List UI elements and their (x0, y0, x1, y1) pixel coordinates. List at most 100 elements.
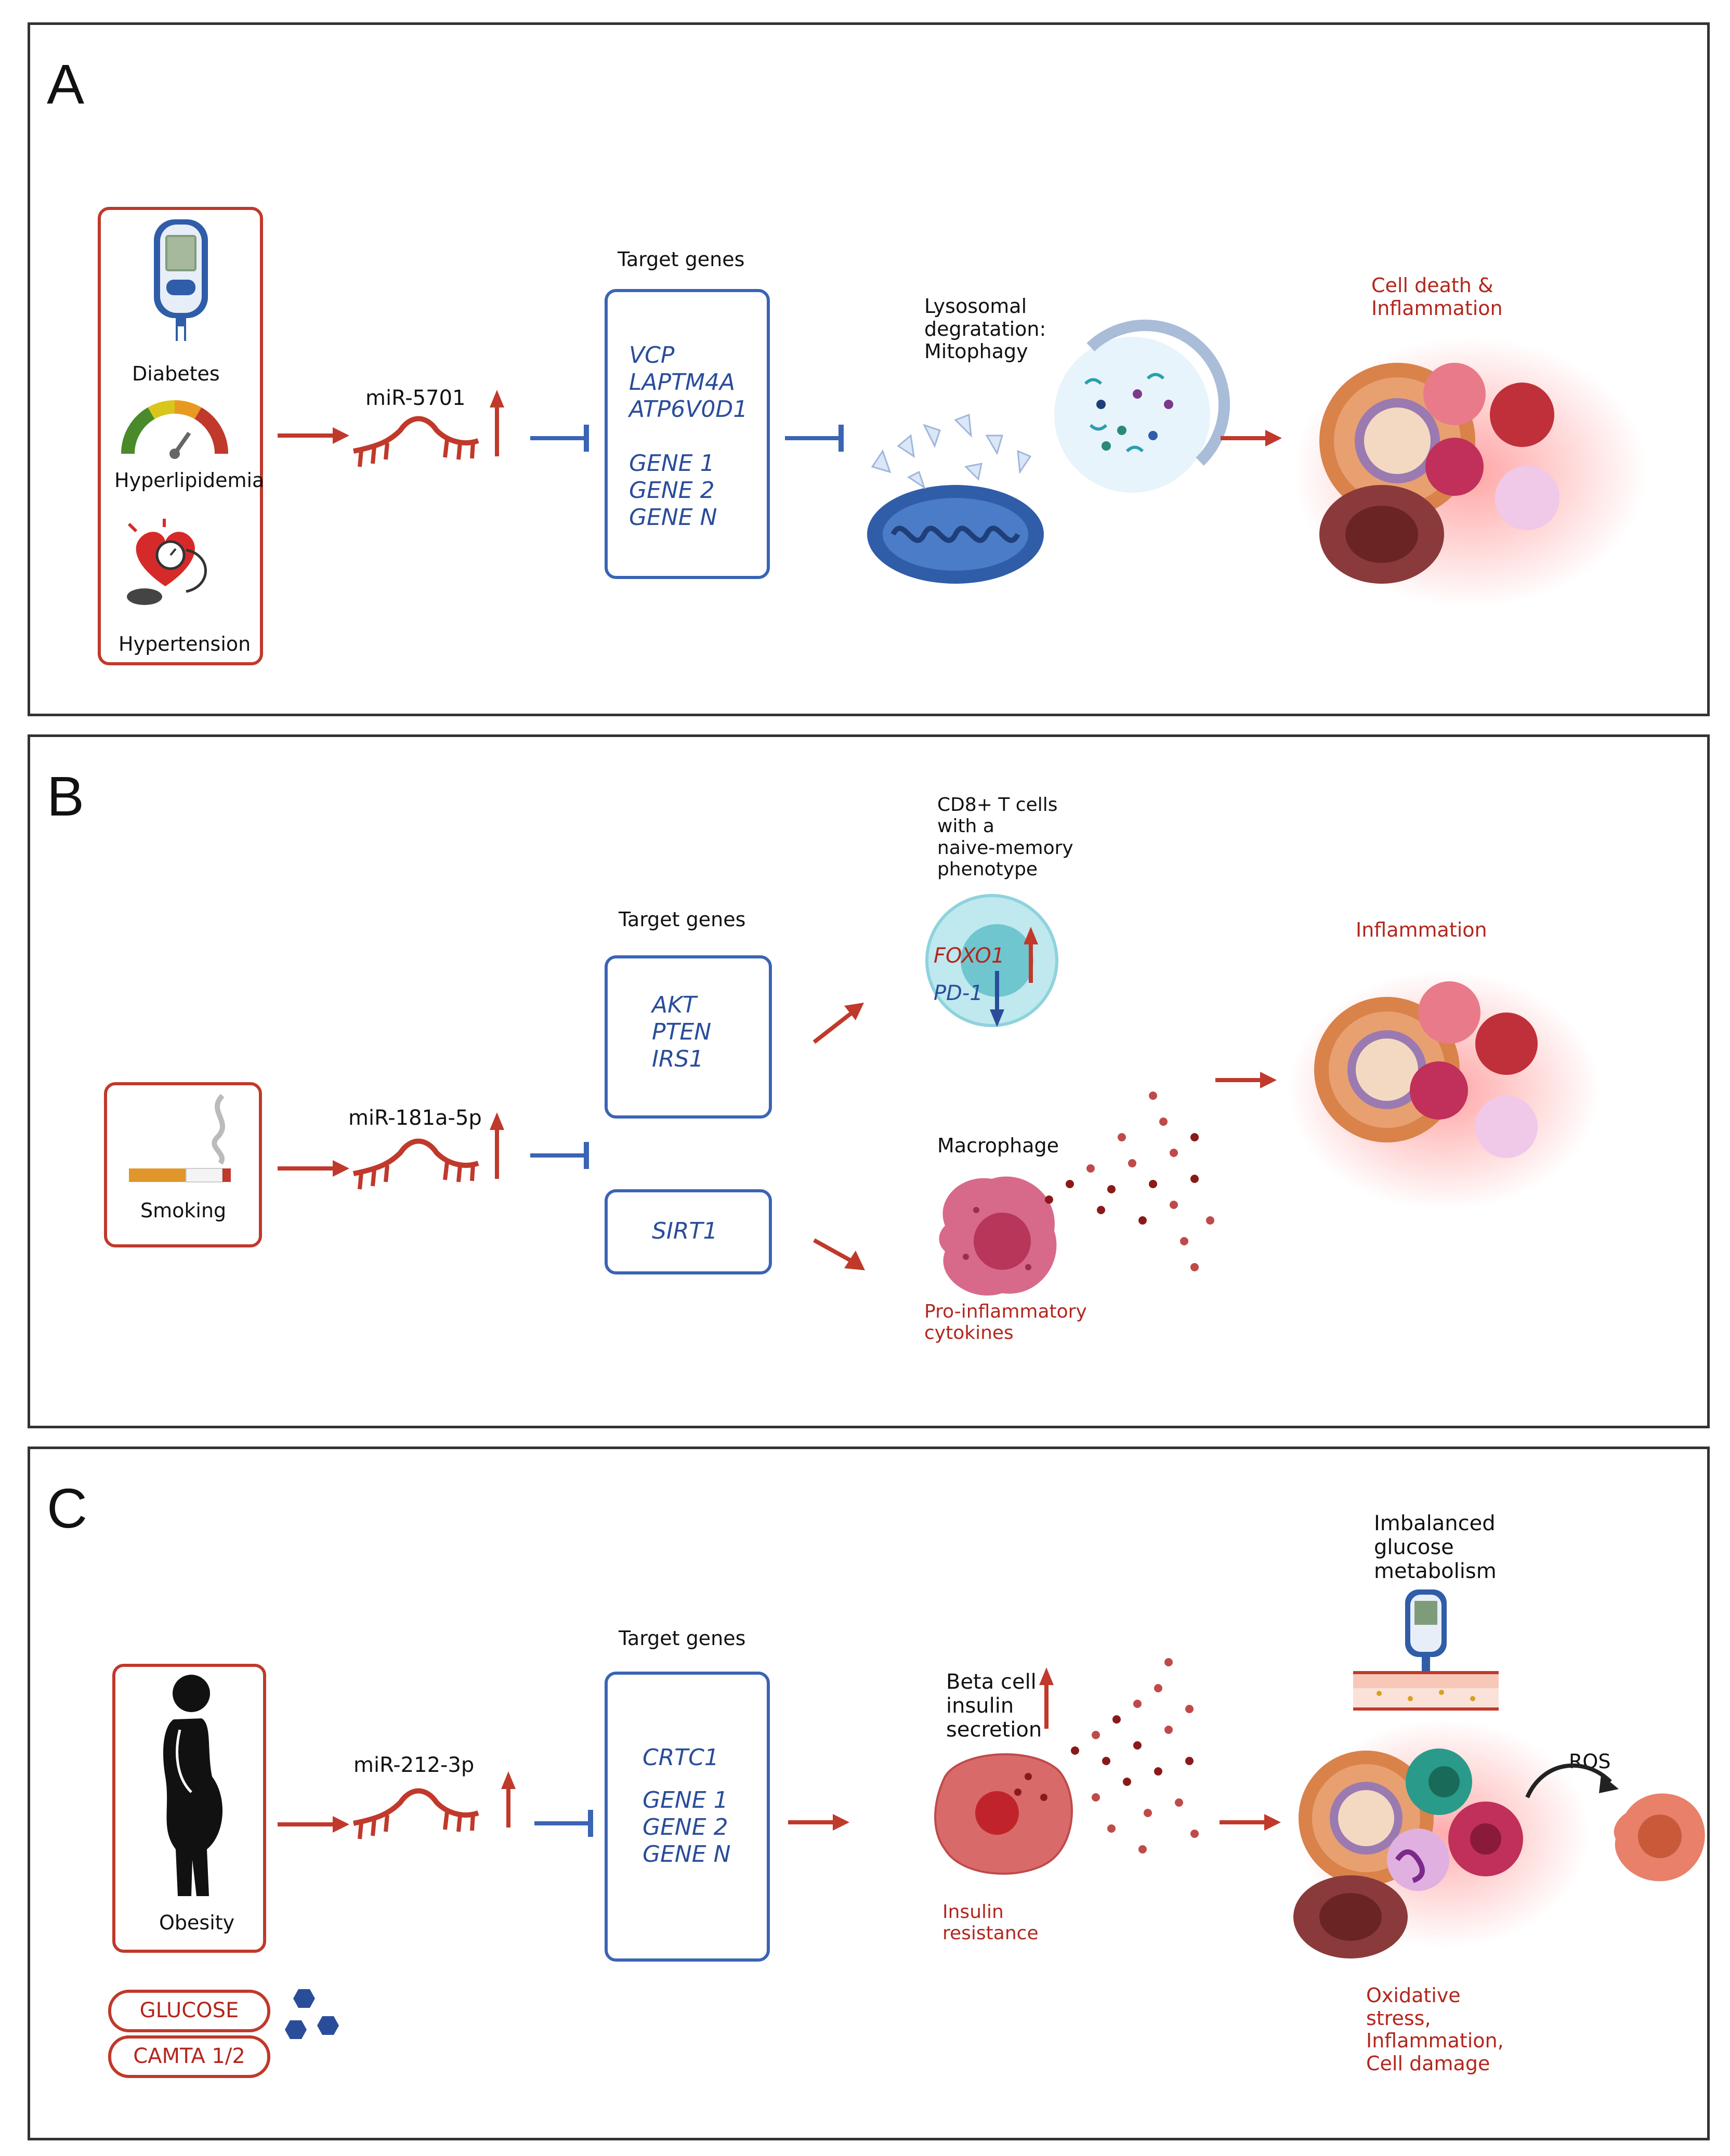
inflamed-tissue-icon (1288, 971, 1600, 1210)
tcell-label: CD8+ T cells with a naive-memory phenoty… (937, 794, 1073, 880)
risk-label-diabetes: Diabetes (132, 362, 220, 385)
outcome-line: Oxidative (1366, 1984, 1461, 2007)
target-gene: GENE 1 (629, 450, 715, 477)
inhibition-bar (530, 1142, 589, 1169)
panel-letter: A (47, 52, 85, 115)
beta-cell-line: insulin (946, 1694, 1014, 1718)
target-gene: VCP (629, 342, 675, 369)
target-gene: GENE N (643, 1841, 731, 1868)
risk-label-hyperlipidemia: Hyperlipidemia (114, 469, 265, 492)
target-genes-box (605, 1189, 772, 1274)
risk-label-smoking: Smoking (140, 1199, 227, 1222)
target-gene: SIRT1 (652, 1218, 718, 1244)
upregulation-arrow (490, 1112, 504, 1179)
outcome-line: stress, (1366, 2006, 1431, 2030)
panel-letter: C (47, 1477, 87, 1540)
upregulation-arrow (1039, 1667, 1054, 1729)
target-gene: GENE 2 (629, 477, 715, 504)
target-gene: CRTC1 (643, 1744, 719, 1771)
panel-b: B Smoking miR-181a-5p Target genes AKT P… (28, 734, 1710, 1428)
outcome-label: Oxidative stress, Inflammation, Cell dam… (1366, 1984, 1504, 2075)
target-genes-box (605, 1672, 770, 1962)
glucose-metabolism-line: metabolism (1374, 1559, 1497, 1583)
cytokine-line: Pro-inflammatory (924, 1301, 1087, 1322)
target-genes-box (605, 955, 772, 1119)
target-gene: ATP6V0D1 (629, 396, 748, 423)
outcome-label: Inflammation (1356, 918, 1487, 941)
target-gene-list: SIRT1 (652, 1218, 717, 1245)
target-genes-title: Target genes (619, 908, 746, 931)
process-line: Lysosomal (924, 295, 1027, 318)
insulin-resistance-line: Insulin (942, 1901, 1004, 1923)
damaged-cell-icon (1614, 1793, 1705, 1882)
cytokine-line: cytokines (924, 1322, 1014, 1344)
foxo1-label: FOXO1 (934, 944, 1005, 968)
activation-arrow (1215, 1072, 1277, 1088)
cytokine-label: Pro-inflammatory cytokines (924, 1301, 1087, 1344)
ros-arrow (1525, 1763, 1619, 1798)
insulin-resistance-line: resistance (942, 1923, 1039, 1944)
insulin-resistance-label: Insulin resistance (942, 1901, 1039, 1944)
upregulation-arrow (501, 1771, 516, 1828)
mirna-label: miR-212-3p (353, 1753, 475, 1777)
glucometer-icon (154, 219, 208, 341)
target-genes-title: Target genes (618, 248, 745, 271)
mitochondrion-icon (867, 413, 1044, 584)
activation-arrow (278, 1816, 349, 1833)
target-gene: AKT (652, 992, 697, 1018)
outcome-line: Inflammation, (1366, 2029, 1504, 2053)
process-line: degratation: (924, 317, 1046, 340)
tcell-line: with a (937, 816, 994, 837)
lysosome-icon (1054, 319, 1230, 493)
risk-factor-box (104, 1082, 262, 1247)
activation-arrow (278, 427, 349, 444)
target-gene: LAPTM4A (629, 369, 736, 396)
mirna-label: miR-5701 (365, 386, 466, 410)
target-gene-list: AKT PTEN IRS1 (652, 992, 711, 1073)
mirna-label: miR-181a-5p (348, 1106, 482, 1130)
upregulation-arrow (1024, 927, 1038, 983)
activation-arrow (813, 1238, 865, 1270)
activation-arrow (788, 1814, 849, 1831)
tcell-line: CD8+ T cells (937, 794, 1058, 816)
mirna-strand-icon (353, 1788, 479, 1839)
pd1-label: PD-1 (934, 981, 983, 1005)
glucose-metabolism-label: Imbalanced glucose metabolism (1374, 1511, 1497, 1583)
target-gene: GENE 2 (643, 1814, 728, 1841)
inflamed-tissue-icon (1293, 337, 1647, 607)
beta-cell-label: Beta cell insulin secretion (946, 1670, 1042, 1742)
process-line: Mitophagy (924, 340, 1028, 363)
process-label: Lysosomal degratation: Mitophagy (924, 295, 1046, 363)
target-gene: PTEN (652, 1019, 712, 1045)
risk-label-obesity: Obesity (159, 1911, 235, 1934)
activation-arrow (812, 1003, 864, 1044)
gauge-icon (121, 400, 229, 459)
target-gene-list: CRTC1 GENE 1 GENE 2 GENE N (643, 1744, 731, 1868)
inhibition-bar (534, 1810, 593, 1837)
panel-c: C Obesity GLUCOSE CAMTA 1/2 miR-212-3p T… (28, 1447, 1710, 2140)
glucose-metabolism-line: Imbalanced (1374, 1511, 1496, 1535)
target-gene: GENE 1 (643, 1787, 728, 1813)
tcell-line: naive-memory (937, 837, 1073, 859)
mirna-strand-icon (353, 416, 479, 467)
tcell-icon (925, 894, 1058, 1027)
outcome-line: Cell damage (1366, 2052, 1490, 2075)
panel-a: A Diabetes Hyperlipidemia Hypertension (28, 22, 1710, 716)
downregulation-arrow (990, 971, 1004, 1027)
glucose-pill: GLUCOSE (108, 1990, 270, 2032)
outcome-line: Cell death & (1371, 274, 1493, 297)
risk-label-hypertension: Hypertension (119, 633, 251, 655)
tcell-line: phenotype (937, 859, 1038, 880)
inhibition-bar (530, 425, 589, 452)
panel-letter: B (47, 765, 85, 827)
outcome-line: Inflammation (1371, 296, 1503, 320)
glucose-metabolism-line: glucose (1374, 1535, 1454, 1559)
target-gene: IRS1 (652, 1046, 704, 1072)
camta-pill: CAMTA 1/2 (108, 2035, 270, 2078)
activation-arrow (1220, 1814, 1281, 1831)
insulin-dots (1071, 1658, 1199, 1853)
beta-cell-line: Beta cell (946, 1670, 1037, 1694)
target-gene: GENE N (629, 504, 717, 531)
glucose-hexagon-icon (285, 1989, 339, 2039)
inhibition-bar (785, 425, 844, 452)
